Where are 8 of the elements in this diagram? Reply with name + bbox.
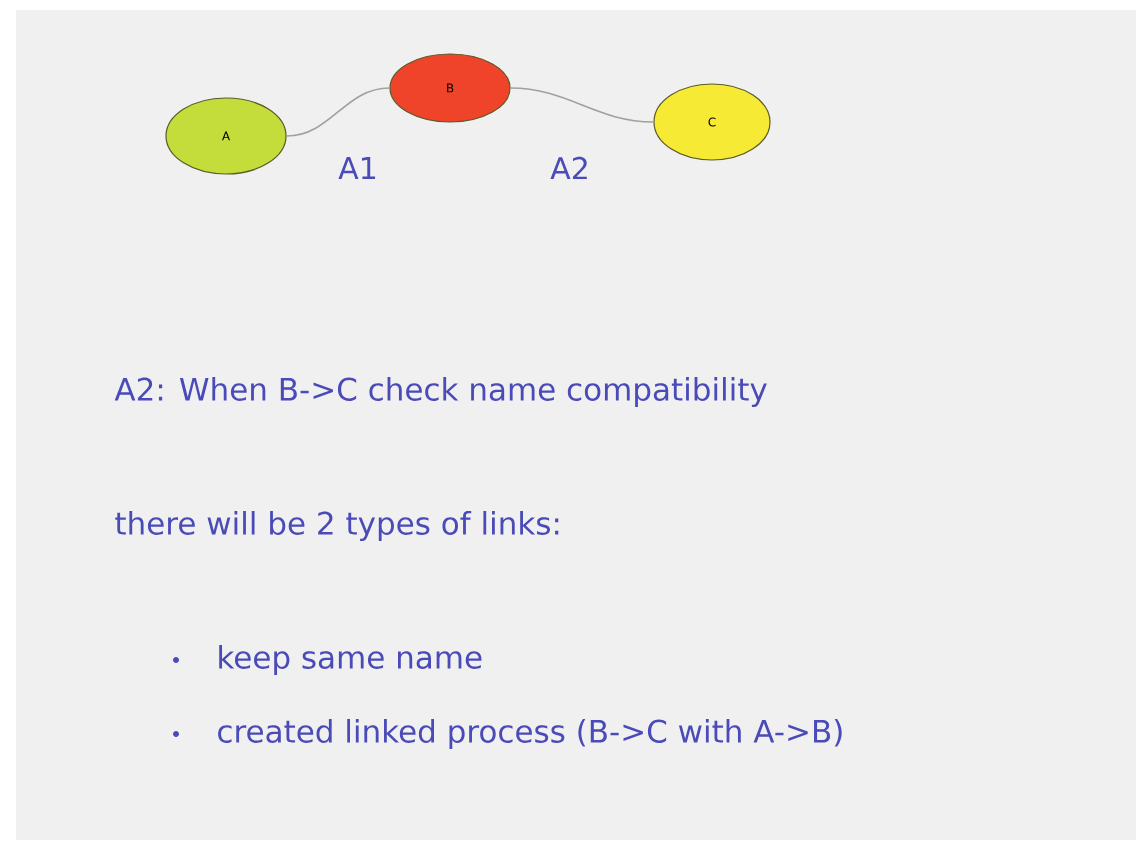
text-line: there will be 2 types of links:: [115, 510, 559, 541]
text-line: created linked process (B->C with A->B): [218, 718, 842, 749]
text-line: keep same name: [219, 644, 482, 675]
connector-curve: [285, 87, 391, 137]
edge-label: A2: [550, 156, 587, 180]
edge-label: A1: [338, 157, 376, 179]
connector-curve: [509, 87, 655, 123]
text-line: A2: When B->C check name compatibility: [114, 376, 767, 407]
